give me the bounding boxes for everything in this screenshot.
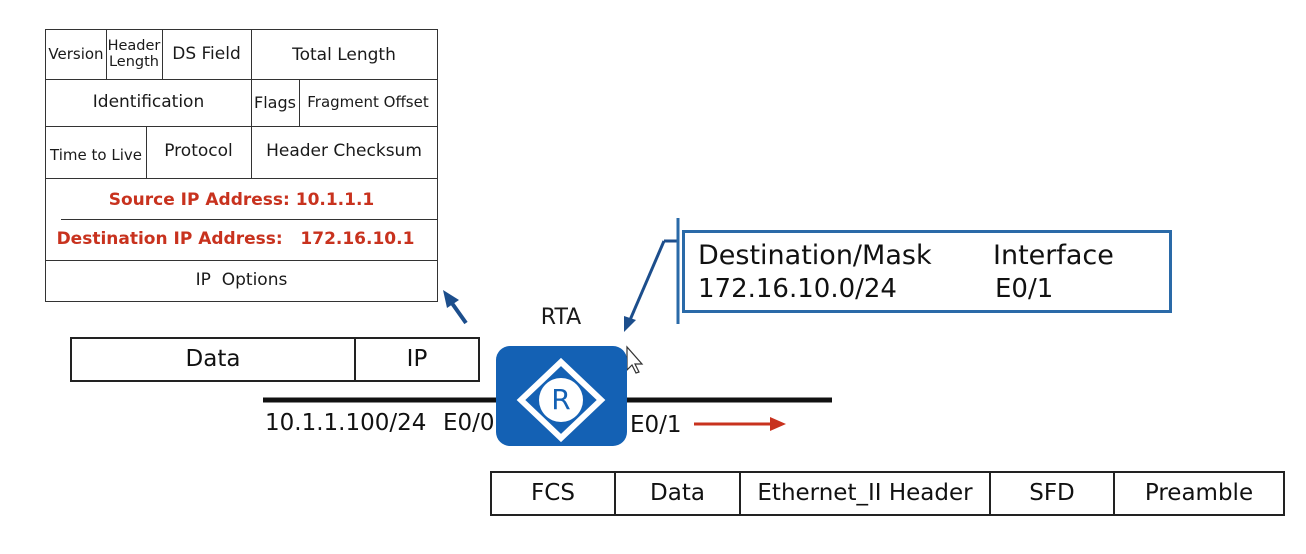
iface-out-label: E0/1 <box>630 412 682 438</box>
routing-row-dest: 172.16.10.0/24 <box>698 274 897 304</box>
packet-ip-label: IP <box>406 346 428 373</box>
field-fragment-offset: Fragment Offset <box>307 92 429 111</box>
ethernet-frame <box>490 471 1285 516</box>
host-ip-label: 10.1.1.100/24 <box>265 410 427 436</box>
field-destination-ip: Destination IP Address: 172.16.10.1 <box>56 228 415 249</box>
field-total-length: Total Length <box>292 44 396 65</box>
field-flags: Flags <box>254 92 296 112</box>
arrow-forward-red <box>694 417 786 431</box>
mouse-cursor-icon <box>626 345 644 374</box>
field-ds-field: DS Field <box>172 43 241 64</box>
router-diamond-icon <box>516 357 606 443</box>
field-ttl: Time to Live <box>50 146 142 165</box>
field-identification: Identification <box>92 92 205 113</box>
ip-header-table: Version Header Length DS Field Total Len… <box>45 29 438 302</box>
packet-data-label: Data <box>185 346 241 373</box>
field-protocol: Protocol <box>164 141 233 162</box>
routing-col-dest: Destination/Mask <box>698 240 932 271</box>
frame-fcs: FCS <box>531 480 575 507</box>
field-source-ip: Source IP Address: 10.1.1.1 <box>108 190 375 211</box>
routing-col-iface: Interface <box>993 240 1114 271</box>
router-icon-letter: R <box>551 383 571 417</box>
field-version: Version <box>48 44 104 63</box>
iface-in-label: E0/0 <box>443 410 495 436</box>
field-header-checksum: Header Checksum <box>266 141 422 162</box>
arrow-ip-to-header <box>443 290 468 325</box>
router-icon[interactable]: R <box>496 346 627 446</box>
field-ip-options: IP Options <box>195 270 288 291</box>
frame-eth-header: Ethernet_II Header <box>757 480 973 507</box>
arrow-table-to-router <box>624 239 677 332</box>
field-header-length: Header Length <box>107 38 161 70</box>
frame-preamble: Preamble <box>1144 480 1254 507</box>
frame-sfd: SFD <box>1029 480 1075 507</box>
frame-data: Data <box>650 480 705 507</box>
packet-box <box>70 337 480 382</box>
routing-table <box>682 230 1172 313</box>
routing-row-iface: E0/1 <box>995 274 1054 304</box>
router-label: RTA <box>540 305 582 331</box>
